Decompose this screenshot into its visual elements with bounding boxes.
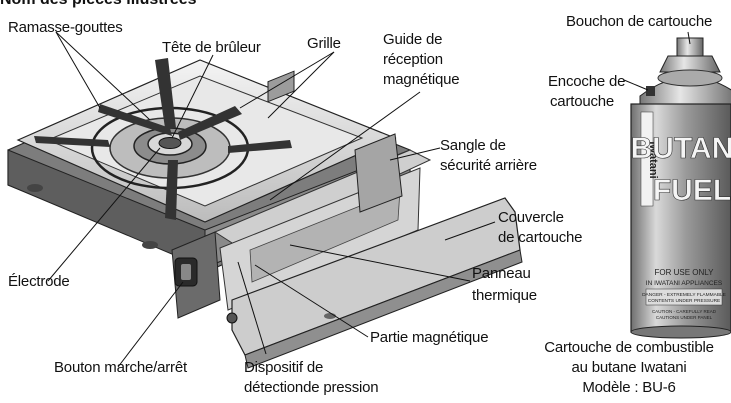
label-cartouche-line-2: au butane Iwatani xyxy=(571,359,687,376)
can-text-butane: BUTANE xyxy=(631,132,731,165)
label-bouton: Bouton marche/arrêt xyxy=(54,359,187,376)
can-use-line-2: IN IWATANI APPLIANCES xyxy=(646,280,723,287)
label-ramasse-gouttes: Ramasse-gouttes xyxy=(8,19,123,36)
can-use-line-1: FOR USE ONLY xyxy=(655,268,715,277)
label-grille: Grille xyxy=(307,35,341,52)
page-title: Nom des pièces illustrées xyxy=(0,0,197,9)
label-panneau-line-1: Panneau xyxy=(472,265,531,282)
label-couvercle-line-2: de cartouche xyxy=(498,229,583,246)
can-caution-line-2: CAUTIONS UNDER PANEL xyxy=(656,315,713,320)
can-text-fuel: FUEL xyxy=(653,174,731,207)
can-warning-line-1: DANGER - EXTREMELY FLAMMABLE xyxy=(642,292,726,298)
label-panneau-line-2: thermique xyxy=(472,287,537,304)
butane-canister: Iwatani BUTANE FUEL FOR USE ONLY IN IWAT… xyxy=(630,37,731,339)
label-sangle-line-1: Sangle de xyxy=(440,137,506,154)
label-encoche-line-2: cartouche xyxy=(550,93,615,110)
label-guide-line-3: magnétique xyxy=(383,71,460,88)
label-electrode: Électrode xyxy=(8,273,70,290)
label-tete-bruleur: Tête de brûleur xyxy=(162,39,261,56)
label-couvercle-line-1: Couvercle xyxy=(498,209,564,226)
can-brand: Iwatani xyxy=(647,141,659,178)
label-bouchon: Bouchon de cartouche xyxy=(566,13,713,30)
label-partie-magnetique: Partie magnétique xyxy=(370,329,489,346)
cartridge-notch xyxy=(646,86,655,96)
label-dispositif-line-2: détectionde pression xyxy=(244,379,379,396)
can-caution-line-1: CAUTION - CAREFULLY READ xyxy=(652,309,717,314)
label-guide-line-2: réception xyxy=(383,51,443,68)
can-warning-line-2: CONTENTS UNDER PRESSURE xyxy=(648,298,721,304)
label-guide-line-1: Guide de xyxy=(383,31,443,48)
label-encoche-line-1: Encoche de xyxy=(548,73,626,90)
label-sangle-line-2: sécurité arrière xyxy=(440,157,537,174)
can-leader-lines xyxy=(623,31,691,91)
stove-illustration xyxy=(7,58,523,369)
label-cartouche-model: Modèle : BU-6 xyxy=(582,379,676,396)
stove-leader-lines xyxy=(47,31,496,368)
label-cartouche-line-1: Cartouche de combustible xyxy=(544,339,714,356)
label-dispositif-line-1: Dispositif de xyxy=(244,359,324,376)
